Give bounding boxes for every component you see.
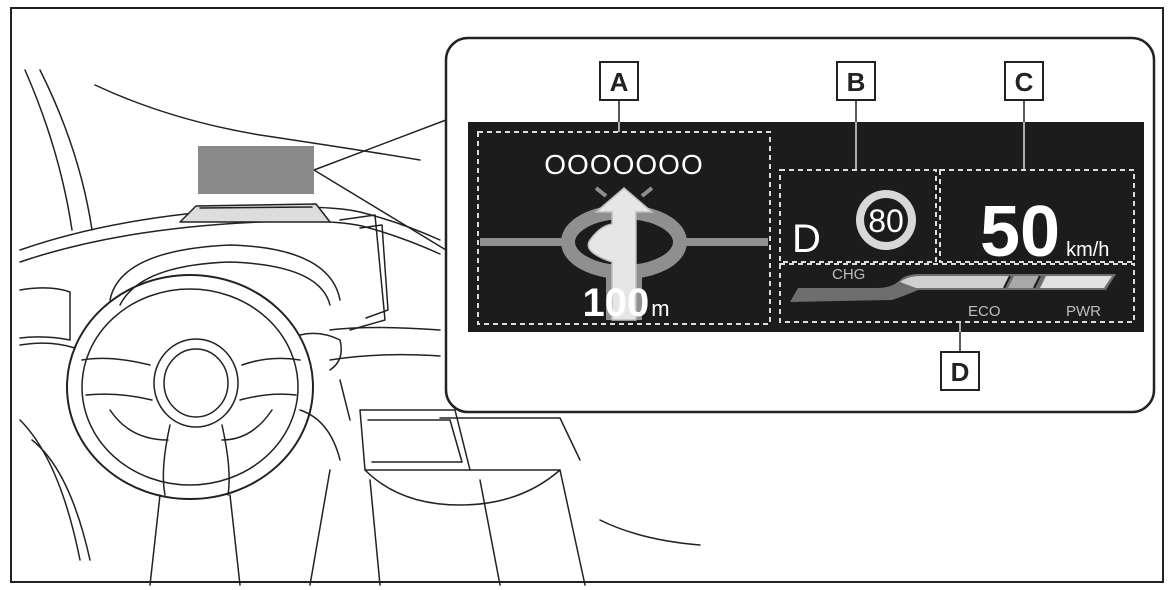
steering-hub bbox=[153, 338, 239, 428]
callout-c-label: C bbox=[1015, 67, 1034, 97]
callout-a-label: A bbox=[610, 67, 629, 97]
nav-distance-value: 100 bbox=[582, 281, 649, 325]
pwr-label: PWR bbox=[1066, 303, 1101, 320]
gear-indicator: D bbox=[792, 217, 821, 261]
roundabout-icon bbox=[480, 186, 768, 321]
callout-d: D bbox=[940, 351, 980, 391]
callout-leaders bbox=[618, 100, 1025, 352]
region-outlines bbox=[477, 131, 1135, 325]
callout-d-label: D bbox=[951, 357, 970, 387]
callout-b-label: B bbox=[847, 67, 866, 97]
speed-value: 50 bbox=[980, 192, 1060, 272]
speed-unit: km/h bbox=[1066, 239, 1109, 261]
speed-limit-sign: 80 bbox=[856, 190, 916, 250]
car-interior-illustration bbox=[19, 69, 701, 586]
diagram-frame bbox=[10, 7, 1164, 583]
region-c-outline bbox=[939, 169, 1135, 263]
chg-label: CHG bbox=[832, 266, 865, 283]
nav-street-name: OOOOOOO bbox=[544, 149, 703, 180]
region-d-outline bbox=[779, 263, 1135, 323]
speed-limit-value: 80 bbox=[868, 203, 904, 239]
callout-b: B bbox=[836, 61, 876, 101]
eco-label: ECO bbox=[968, 303, 1001, 320]
speedometer: 50 km/h bbox=[980, 192, 1109, 272]
hybrid-power-bar bbox=[790, 274, 1116, 302]
steering-wheel bbox=[66, 274, 314, 500]
callout-c: C bbox=[1004, 61, 1044, 101]
region-b-outline bbox=[779, 169, 937, 263]
nav-distance-unit: m bbox=[651, 296, 669, 321]
region-a-outline bbox=[477, 131, 771, 325]
nav-distance: 100m bbox=[582, 281, 669, 325]
route-arrow bbox=[587, 187, 655, 321]
callout-a: A bbox=[599, 61, 639, 101]
zoom-lines bbox=[313, 119, 447, 251]
hud-projection-area bbox=[198, 146, 314, 194]
